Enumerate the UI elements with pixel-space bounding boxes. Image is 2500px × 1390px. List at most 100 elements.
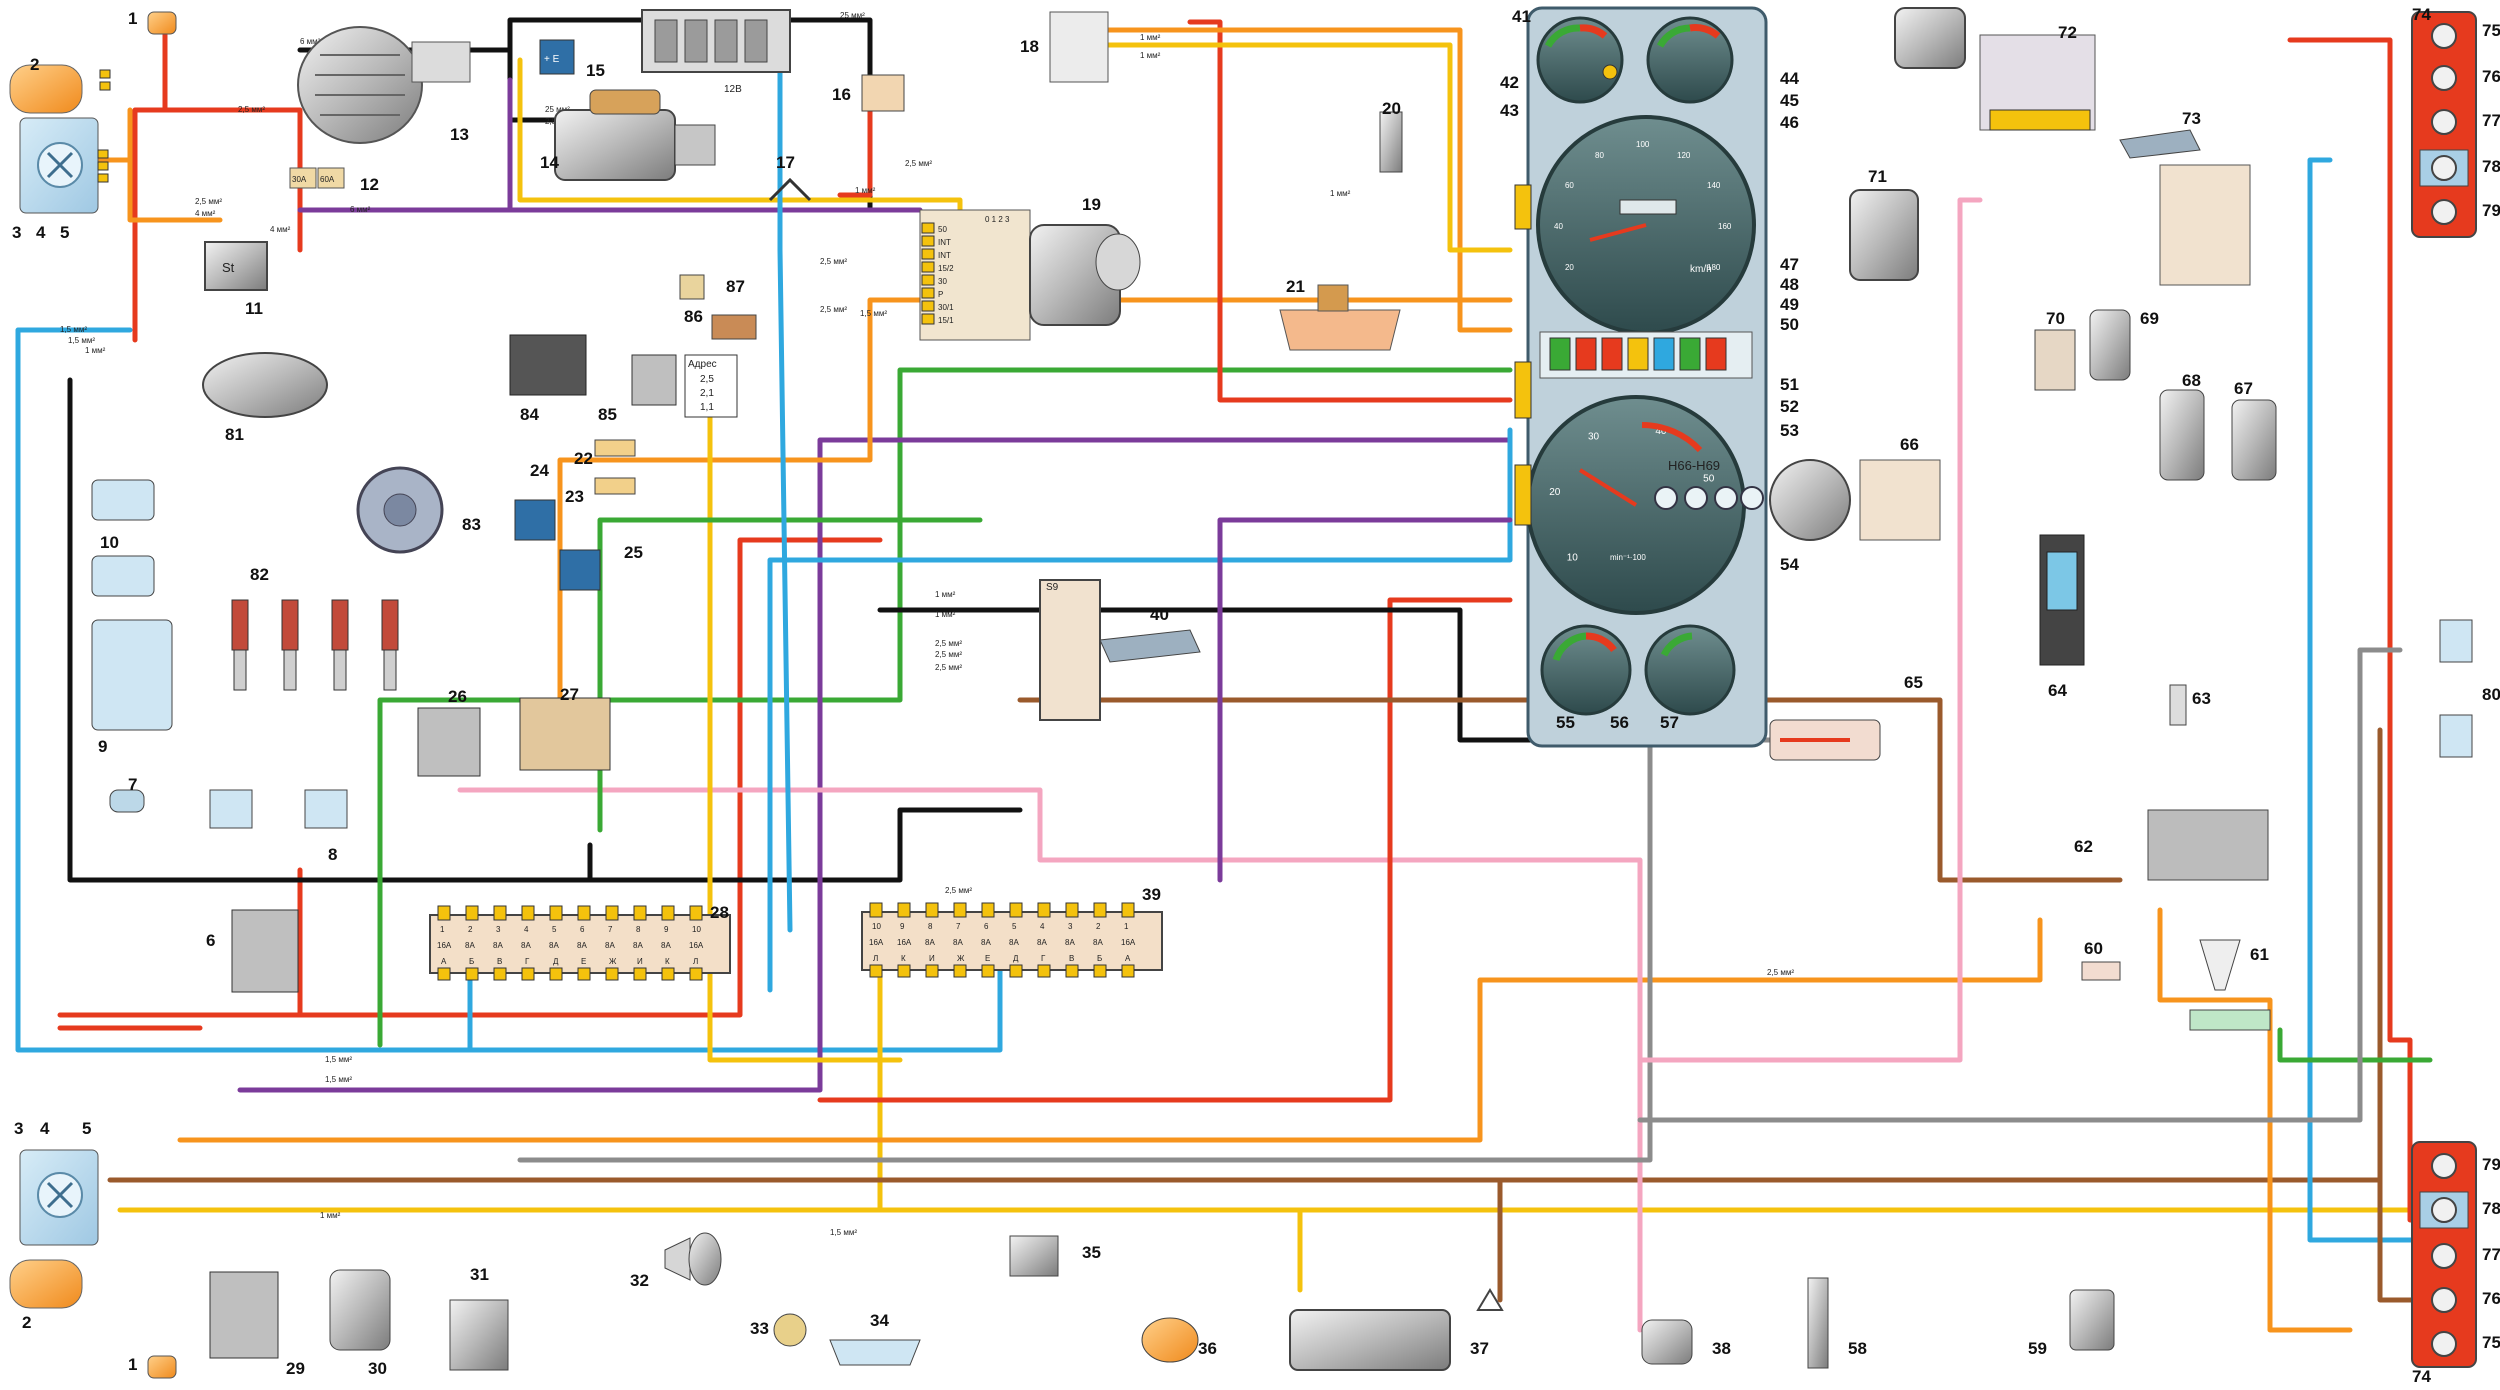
- wire-label: 1 мм²: [85, 346, 106, 355]
- wire-green-right: [2277, 1027, 2433, 1063]
- battery-voltage: 12В: [724, 84, 742, 95]
- wire-label: 1 мм²: [320, 1211, 341, 1220]
- terminal-pin: [921, 248, 935, 260]
- wire-label: 1 мм²: [935, 590, 956, 599]
- wire-red-16: [837, 19, 1513, 403]
- wire-label: 2,5 мм²: [238, 105, 265, 114]
- label-15: 15: [586, 61, 605, 80]
- fuse-number: 4: [524, 925, 529, 934]
- label-52: 52: [1780, 397, 1799, 416]
- wire-label: 4 мм²: [195, 209, 216, 218]
- motor-69: 69: [2089, 309, 2159, 381]
- fuse-letter: А: [1125, 954, 1131, 963]
- sensor-17: 17: [768, 153, 812, 202]
- range-label: H66-H69: [1668, 458, 1720, 473]
- wire-label: 25 мм²: [545, 105, 570, 114]
- wire-label: 2,5 мм²: [820, 257, 847, 266]
- label-14: 14: [540, 153, 559, 172]
- label-64: 64: [2048, 681, 2067, 700]
- label-33: 33: [750, 1319, 769, 1338]
- fuse-pin: [661, 967, 675, 981]
- wire-label: 2,5 мм²: [1767, 968, 1794, 977]
- sensors-86-87: 87 86: [679, 274, 757, 340]
- wire-orange-top: [87, 107, 223, 223]
- fuse-number: 6: [580, 925, 585, 934]
- fuse-number: 7: [608, 925, 613, 934]
- wire-yellow-18: [1077, 42, 1513, 253]
- label-47: 47: [1780, 255, 1799, 274]
- label-26: 26: [448, 687, 467, 706]
- tacho-tick: 10: [1567, 552, 1579, 563]
- fuse-rating: 8A: [549, 941, 559, 950]
- label-86: 86: [684, 307, 703, 326]
- label-74-top: 74: [2412, 5, 2431, 24]
- wire-label: 2,5 мм²: [935, 650, 962, 659]
- fuse-pin: [633, 967, 647, 981]
- wire-label: 2,5 мм²: [195, 197, 222, 206]
- terminal-label: 30/1: [938, 303, 954, 312]
- fuse-pin: [1065, 902, 1079, 918]
- fuse-number: 3: [1068, 922, 1073, 931]
- fuse-pin: [577, 967, 591, 981]
- label-80: 80: [2482, 685, 2500, 704]
- label-68: 68: [2182, 371, 2201, 390]
- connector-85: 85: [598, 354, 677, 424]
- wire-size-labels: 25 мм² 6 мм² 2,5 мм² 2,5 мм² 4 мм² 4 мм²…: [60, 11, 1794, 1237]
- wire-violet-2: [1217, 517, 1513, 883]
- fuse-letter: Б: [1097, 954, 1102, 963]
- label-29: 29: [286, 1359, 305, 1378]
- label-34: 34: [870, 1311, 889, 1330]
- label-50: 50: [1780, 315, 1799, 334]
- lamp-34: 34: [829, 1311, 921, 1366]
- label-23: 23: [565, 487, 584, 506]
- wire-grey-right: [1637, 647, 2403, 1123]
- label-63: 63: [2192, 689, 2211, 708]
- wire-label: 1,5 мм²: [325, 1055, 352, 1064]
- speed-tick: 140: [1707, 181, 1721, 190]
- battery: 12В: [641, 9, 791, 95]
- fuse-number: 9: [664, 925, 669, 934]
- fuse-rating: 8A: [493, 941, 503, 950]
- fuse-letter: К: [665, 957, 670, 966]
- fuse-pin: [689, 967, 703, 981]
- label-1-bottom: 1: [128, 1355, 137, 1374]
- terminal-pin: [921, 235, 935, 247]
- fuse-letter: Д: [1013, 954, 1019, 963]
- terminal-label: P: [938, 290, 943, 299]
- fuse-rating: 8A: [1093, 938, 1103, 947]
- fuse-pin: [1009, 902, 1023, 918]
- fuse-pin: [605, 967, 619, 981]
- label-11: 11: [245, 299, 263, 318]
- label-84: 84: [520, 405, 539, 424]
- fuse-rating: 8A: [633, 941, 643, 950]
- tacho-tick: 50: [1703, 474, 1715, 485]
- label-20: 20: [1382, 99, 1401, 118]
- fuse-letter: Ж: [609, 957, 617, 966]
- wire-red-main: [57, 537, 883, 1031]
- fuse-rating: 16A: [1121, 938, 1136, 947]
- label-75-bottom: 75: [2482, 1333, 2500, 1352]
- wire-green-main: [377, 367, 1513, 1048]
- label-62: 62: [2074, 837, 2093, 856]
- fuse-rating: 16A: [869, 938, 884, 947]
- fuse-rating: 8A: [661, 941, 671, 950]
- fuse-letter: Л: [873, 954, 878, 963]
- label-69: 69: [2140, 309, 2159, 328]
- fuse-rating: 8A: [925, 938, 935, 947]
- fuse-rating: 8A: [1065, 938, 1075, 947]
- fuse-number: 9: [900, 922, 905, 931]
- sensors-22-23-24-25: 22 23 24 25: [514, 439, 643, 591]
- switch-62: 62: [2074, 809, 2269, 881]
- terminal-pin: [921, 313, 935, 325]
- fuse-number: 10: [692, 925, 701, 934]
- fuse-pin: [1009, 964, 1023, 978]
- motor-68: 68: [2159, 371, 2205, 481]
- label-56: 56: [1610, 713, 1629, 732]
- label-12: 12: [360, 175, 379, 194]
- speed-tick: 100: [1636, 140, 1650, 149]
- label-2-bottom: 2: [22, 1313, 31, 1332]
- label-46: 46: [1780, 113, 1799, 132]
- sensor-20: 20: [1379, 99, 1403, 173]
